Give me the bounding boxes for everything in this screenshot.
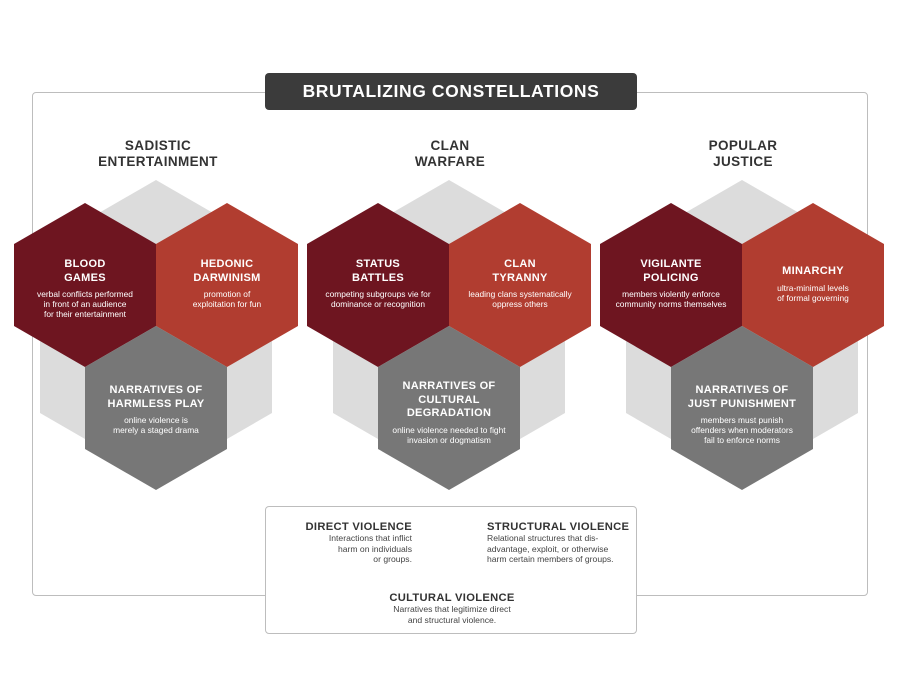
cultural-heading: NARRATIVES OF JUST PUNISHMENT bbox=[687, 384, 797, 410]
direct-block: BLOOD GAMES verbal conflicts performed i… bbox=[20, 258, 150, 320]
structural-violence-hexagon bbox=[449, 203, 591, 367]
cultural-description: online violence needed to fight invasion… bbox=[392, 424, 506, 445]
legend-structural: STRUCTURAL VIOLENCE Relational structure… bbox=[487, 521, 637, 565]
legend-box: DIRECT VIOLENCE Interactions that inflic… bbox=[265, 506, 637, 634]
legend-cultural-description: Narratives that legitimize direct and st… bbox=[393, 604, 511, 625]
structural-block: MINARCHY ultra-minimal levels of formal … bbox=[748, 265, 878, 303]
direct-violence-hexagon bbox=[600, 203, 742, 367]
legend-structural-description: Relational structures that dis- advantag… bbox=[487, 533, 614, 564]
group-title-sadistic: SADISTIC ENTERTAINMENT bbox=[98, 138, 218, 169]
cultural-block: NARRATIVES OF CULTURAL DEGRADATION onlin… bbox=[379, 380, 519, 445]
direct-block: VIGILANTE POLICING members violently enf… bbox=[606, 258, 736, 309]
cultural-block: NARRATIVES OF JUST PUNISHMENT members mu… bbox=[672, 384, 812, 446]
structural-block: HEDONIC DARWINISM promotion of exploitat… bbox=[162, 258, 292, 309]
cultural-violence-hexagon bbox=[85, 326, 227, 490]
group-title-clan: CLAN WARFARE bbox=[414, 138, 486, 169]
structural-description: leading clans systematically oppress oth… bbox=[468, 289, 572, 310]
direct-violence-hexagon bbox=[14, 203, 156, 367]
structural-violence-hexagon bbox=[156, 203, 298, 367]
direct-block: STATUS BATTLES competing subgroups vie f… bbox=[313, 258, 443, 309]
structural-heading: MINARCHY bbox=[782, 265, 844, 277]
direct-violence-hexagon bbox=[307, 203, 449, 367]
diagram-title: BRUTALIZING CONSTELLATIONS bbox=[265, 73, 637, 110]
cultural-violence-hexagon bbox=[378, 326, 520, 490]
cultural-block: NARRATIVES OF HARMLESS PLAY online viole… bbox=[86, 384, 226, 435]
direct-description: members violently enforce community norm… bbox=[615, 289, 727, 310]
direct-heading: BLOOD GAMES bbox=[64, 258, 106, 284]
legend-cultural-heading: CULTURAL VIOLENCE bbox=[389, 592, 515, 604]
structural-block: CLAN TYRANNY leading clans systematicall… bbox=[455, 258, 585, 309]
legend-direct: DIRECT VIOLENCE Interactions that inflic… bbox=[272, 521, 412, 565]
structural-description: promotion of exploitation for fun bbox=[192, 289, 262, 310]
cultural-heading: NARRATIVES OF HARMLESS PLAY bbox=[107, 384, 205, 410]
direct-description: competing subgroups vie for dominance or… bbox=[325, 289, 431, 310]
direct-description: verbal conflicts performed in front of a… bbox=[37, 289, 133, 320]
legend-direct-heading: DIRECT VIOLENCE bbox=[305, 521, 412, 533]
legend-structural-heading: STRUCTURAL VIOLENCE bbox=[487, 521, 630, 533]
cultural-violence-hexagon bbox=[671, 326, 813, 490]
group-title-popular: POPULAR JUSTICE bbox=[708, 138, 778, 169]
legend-direct-description: Interactions that inflict harm on indivi… bbox=[328, 533, 412, 564]
cultural-description: online violence is merely a staged drama bbox=[113, 415, 199, 436]
direct-heading: VIGILANTE POLICING bbox=[640, 258, 702, 284]
structural-heading: CLAN TYRANNY bbox=[492, 258, 548, 284]
legend-cultural: CULTURAL VIOLENCE Narratives that legiti… bbox=[352, 592, 552, 625]
cultural-description: members must punish offenders when moder… bbox=[691, 415, 793, 446]
structural-description: ultra-minimal levels of formal governing bbox=[777, 282, 849, 303]
direct-heading: STATUS BATTLES bbox=[351, 258, 404, 284]
cultural-heading: NARRATIVES OF CULTURAL DEGRADATION bbox=[402, 380, 496, 419]
structural-violence-hexagon bbox=[742, 203, 884, 367]
structural-heading: HEDONIC DARWINISM bbox=[193, 258, 261, 284]
